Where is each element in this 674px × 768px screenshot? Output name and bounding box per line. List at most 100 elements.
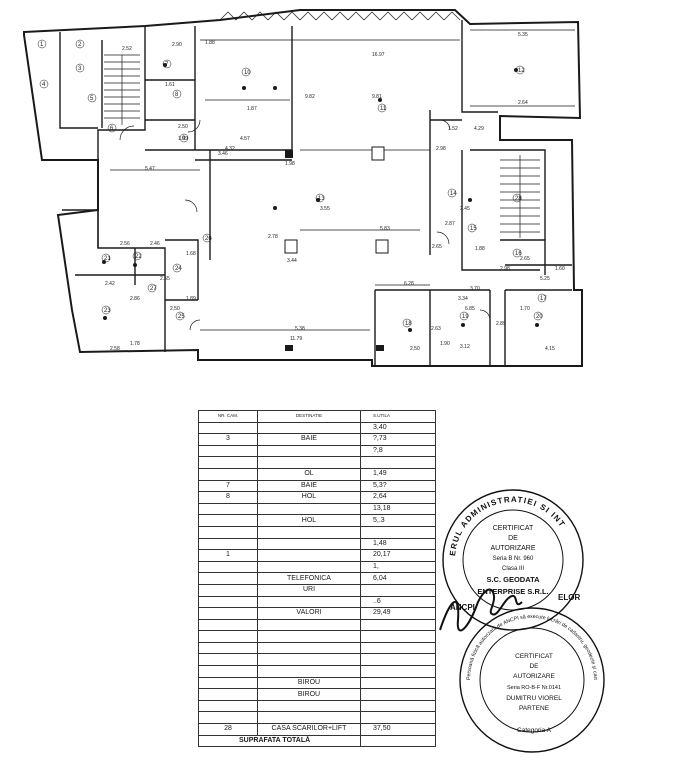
table-cell [360,665,436,678]
signature [439,588,523,632]
room-number: 26 [205,236,212,242]
table-cell: BIROU [257,676,361,690]
table-cell [360,688,436,701]
dimension-label: 2.98 [500,266,510,272]
dimension-label: 2.64 [518,100,528,106]
total-label: SUPRAFATA TOTALĂ [198,734,361,748]
table-cell: 3,40 [360,421,436,435]
dimension-label: 1.68 [186,251,196,257]
room-number-circle [172,89,182,99]
table-row: 1,48 [198,537,436,551]
table-cell [257,525,361,539]
room-number: 16 [515,251,522,257]
table-cell [360,456,436,469]
dimension-label: 4.15 [545,346,555,352]
room-number: 1 [40,42,44,48]
room-number: 8 [175,92,179,98]
dimension-label: 2.65 [432,244,442,250]
dimension-label: 1.78 [130,341,140,347]
table-cell [257,537,361,551]
table-cell: 2,64 [360,491,436,504]
room-number: 25 [178,314,185,320]
room-number-circle [37,39,47,49]
dimension-label: 2.78 [268,234,278,240]
table-cell: 1, [360,560,436,574]
room-number-circle [512,193,522,203]
column [284,239,298,254]
room-number-circle [75,63,85,73]
dimension-label: 4.32 [225,146,235,152]
stamp-top-line: AUTORIZARE [491,545,536,552]
table-cell: ?,73 [360,433,436,446]
header-cell: NR. CAM. [198,410,258,423]
room-number: 10 [244,70,251,76]
table-row: 3,40 [198,421,436,435]
dimension-label: 1.98 [285,161,295,167]
room-number-circle [512,248,522,258]
dimension-label: 9.82 [305,94,315,100]
table-cell [198,676,258,690]
table-cell: 13,18 [360,502,436,516]
dimension-label: 1.70 [520,306,530,312]
room-number: 17 [540,296,547,302]
table-cell [257,421,361,435]
table-row: ..6 [198,595,436,609]
room-number: 19 [462,314,469,320]
room-number: 13 [318,196,325,202]
stamp-top-right: ELOR [558,593,580,602]
table-cell [198,653,258,667]
table-cell: CASA SCARILOR+LIFT [257,723,361,736]
room-number: 18 [405,321,412,327]
table-cell [257,502,361,516]
table-cell [257,444,361,458]
dimension-label: 1.87 [247,106,257,112]
table-cell [257,630,361,643]
room-number: 11 [380,106,387,112]
dimension-label: 3.46 [218,151,228,157]
table-cell: HOL [257,514,361,527]
stamps-area: ERUL ADMINISTRATIEI SI INT ANCPI ELOR CE… [430,470,605,753]
table-row [198,665,436,678]
dimension-label: 2.65 [520,256,530,262]
dimension-label: 1.88 [205,40,215,46]
dimension-label: 2.55 [160,276,170,282]
stamp-bottom-line: Categoria A [517,727,552,734]
room-number-circle [75,39,85,49]
dimension-label: 2.89 [496,321,506,327]
room-number: 2 [78,42,82,48]
dimension-label: 3.34 [458,296,468,302]
room-number: 7 [165,62,169,68]
dimension-label: 6.28 [404,281,414,287]
room-number: 28 [515,196,522,202]
table-cell [198,711,258,725]
room-number-circle [101,253,111,263]
room-number-circle [377,103,387,113]
stamp-bottom-line: DUMITRU VIOREL [506,695,562,702]
table-cell [198,444,258,458]
dimension-label: 2.56 [120,241,130,247]
table-cell: 37,50 [360,723,436,736]
room-number: 27 [150,286,157,292]
room-number: 23 [104,308,111,314]
stamp-bottom-line: AUTORIZARE [513,673,555,680]
room-number-circle [107,123,117,133]
table-cell [198,665,258,678]
table-cell [360,630,436,643]
table-cell [198,537,258,551]
table-cell [257,560,361,574]
dimension-label: 3.44 [287,258,297,264]
stamp-bottom-line: Seria RO-B-F Nr.0141 [507,685,561,691]
column [371,146,385,161]
table-cell: 28 [198,723,258,736]
stamp-bottom-line: PARTENE [519,705,550,712]
dimension-label: 11.79 [290,336,302,342]
table-cell [360,676,436,690]
room-number: 4 [42,82,46,88]
table-row: BIROU [198,676,436,690]
table-row: URI [198,583,436,597]
table-cell: 8 [198,491,258,504]
